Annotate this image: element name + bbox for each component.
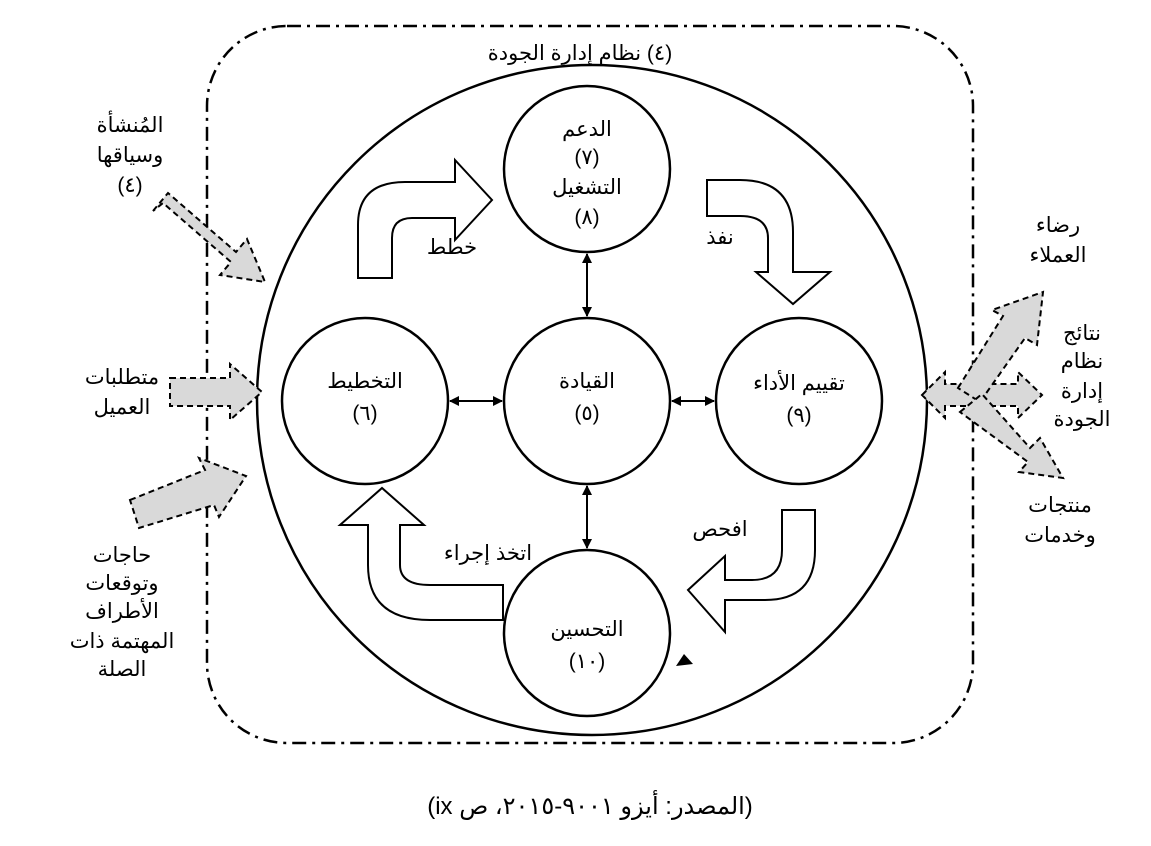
evaluation-label: تقييم الأداء xyxy=(753,370,845,396)
leadership-number: (٥) xyxy=(574,402,599,425)
output-products-line2: وخدمات xyxy=(1024,524,1096,547)
input-organization-line1: المُنشأة xyxy=(97,110,164,137)
input-organization-line3: (٤) xyxy=(117,174,142,197)
input-stakeholders-line5: الصلة xyxy=(98,658,147,681)
do-arrow xyxy=(706,179,833,306)
operation-label: التشغيل xyxy=(552,176,622,199)
output-results-line2: نظام xyxy=(1061,350,1103,373)
output-arrow-down xyxy=(958,392,1065,480)
input-arrow-customer xyxy=(169,361,264,423)
arc-arrowhead xyxy=(676,654,693,666)
support-circle xyxy=(502,84,672,254)
planning-circle xyxy=(280,316,450,486)
plan-label: خطط xyxy=(427,236,477,259)
input-stakeholders-line2: وتوقعات xyxy=(85,572,158,595)
planning-label: التخطيط xyxy=(327,370,403,393)
evaluation-number: (٩) xyxy=(786,404,811,427)
qms-boundary xyxy=(205,24,975,745)
input-arrow-organization xyxy=(152,191,267,284)
output-results-line1: نتائج xyxy=(1063,322,1101,345)
act-arrow xyxy=(337,486,504,621)
planning-number: (٦) xyxy=(352,402,377,425)
improvement-label: التحسين xyxy=(550,618,623,641)
source-caption: (المصدر: أيزو ٩٠٠١-٢٠١٥، ص ix) xyxy=(427,790,753,820)
evaluation-circle xyxy=(714,316,884,486)
leadership-label: القيادة xyxy=(559,370,615,393)
output-satisfaction-line2: العملاء xyxy=(1030,244,1087,267)
output-results-line4: الجودة xyxy=(1054,408,1111,431)
output-satisfaction-line1: رضاء xyxy=(1036,214,1080,237)
do-label: نفذ xyxy=(706,226,734,249)
plan-arrow xyxy=(357,157,494,279)
support-number: (٧) xyxy=(574,146,599,169)
leadership-circle xyxy=(502,316,672,486)
input-stakeholders-line1: حاجات xyxy=(93,544,152,567)
input-stakeholders-line3: الأطراف xyxy=(85,598,159,623)
act-label: اتخذ إجراء xyxy=(444,542,532,566)
improvement-circle xyxy=(502,548,672,718)
system-title: (٤) نظام إدارة الجودة xyxy=(488,42,672,66)
output-results-line3: إدارة xyxy=(1061,380,1103,404)
check-label: افحص xyxy=(692,518,747,541)
improvement-number: (١٠) xyxy=(569,650,606,673)
support-label: الدعم xyxy=(562,118,612,142)
input-customer-line2: العميل xyxy=(94,396,151,419)
input-organization-line2: وسياقها xyxy=(97,144,164,167)
input-customer-line1: متطلبات xyxy=(85,366,159,389)
check-arrow xyxy=(686,509,816,635)
title-backing xyxy=(420,32,730,66)
output-arrow-up xyxy=(956,290,1045,404)
input-stakeholders-line4: المهتمة ذات xyxy=(70,630,175,653)
operation-number: (٨) xyxy=(574,206,599,229)
output-products-line1: منتجات xyxy=(1028,494,1092,517)
input-arrow-stakeholders xyxy=(128,456,248,530)
